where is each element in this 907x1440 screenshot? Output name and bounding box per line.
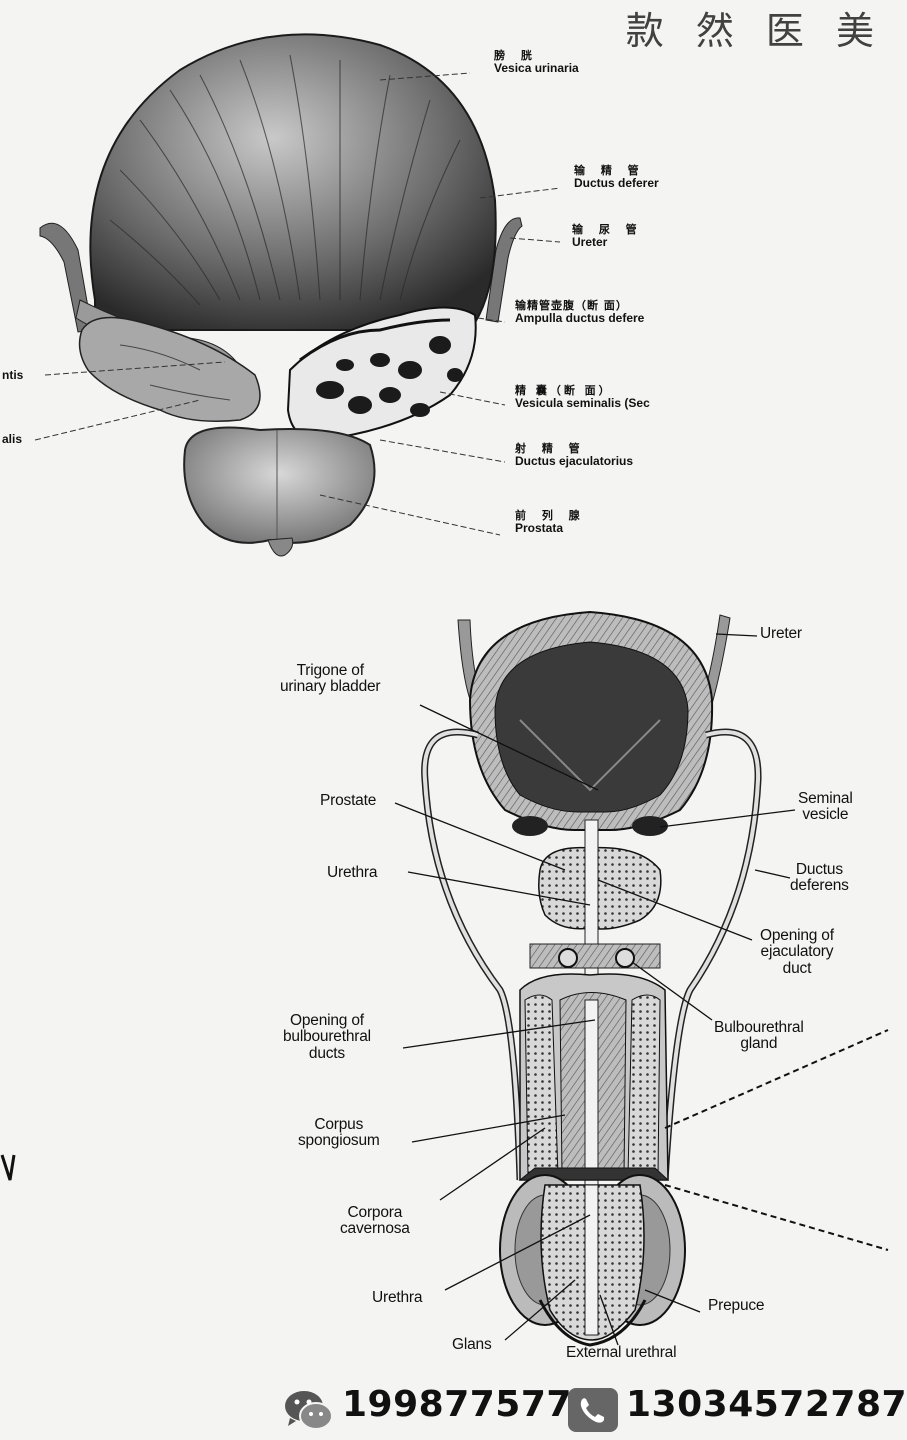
label-glans: Glans xyxy=(452,1336,492,1353)
prepuce-fold xyxy=(538,1299,647,1347)
anatomy-sheet: 款 然 医 美 xyxy=(0,9,907,1440)
label-cut-left-1: ntis xyxy=(2,368,24,382)
bladder-lumen xyxy=(494,641,689,813)
label-cut-left-2: alis xyxy=(2,432,23,446)
label-urethra-upper: Urethra xyxy=(327,864,378,881)
phone-number: 13034572787 xyxy=(626,1384,907,1425)
label-external-urethral: External urethral xyxy=(566,1344,677,1361)
bottom-section-figure xyxy=(421,610,762,1347)
bladder-fibres xyxy=(109,54,461,306)
label-opening-ejaculatory: Opening of ejaculatory duct xyxy=(760,927,834,977)
corpus-cavernosum-right xyxy=(627,994,661,1176)
wechat-icon xyxy=(285,1391,333,1430)
label-seminal-vesicle: Seminal vesicle xyxy=(798,790,853,824)
seminal-vesicle-right-bottom xyxy=(632,816,668,836)
corpus-cavernosum-left xyxy=(524,994,559,1176)
label-ampulla: 输精管壶腹（断 面）Ampulla ductus defere xyxy=(515,299,645,325)
wechat-number: 199877577 xyxy=(342,1384,572,1425)
zoom-dashed-lines xyxy=(664,1029,889,1251)
urethra-stub xyxy=(267,537,294,557)
phone-icon xyxy=(568,1388,618,1432)
label-trigone: Trigone of urinary bladder xyxy=(280,662,381,696)
vesicle-section-cavities xyxy=(316,336,463,417)
prostate-bottom xyxy=(538,846,662,930)
prostate-shape xyxy=(183,426,376,544)
label-urethra-lower: Urethra xyxy=(372,1289,423,1306)
label-bulbourethral-gland: Bulbourethral gland xyxy=(714,1019,804,1053)
bulbourethral-left xyxy=(558,948,578,968)
urogenital-diaphragm xyxy=(529,943,661,969)
label-opening-bulbourethral: Opening of bulbourethral ducts xyxy=(283,1012,371,1062)
stray-mark xyxy=(0,1154,16,1181)
bottom-leader-lines xyxy=(394,633,796,1346)
top-bladder-figure xyxy=(39,33,523,557)
label-ductus-deferens-bottom: Ductus deferens xyxy=(790,861,849,895)
seminal-vesicle-left xyxy=(78,316,261,422)
contact-bar: 199877577 13034572787 xyxy=(0,1382,907,1440)
label-corpus-spongiosum: Corpus spongiosum xyxy=(298,1116,380,1150)
label-ureter-bottom: Ureter xyxy=(760,625,802,642)
seminal-vesicle-left-bottom xyxy=(512,816,548,836)
label-corpora-cavernosa: Corpora cavernosa xyxy=(340,1204,410,1238)
top-leader-lines xyxy=(34,72,561,536)
watermark-text: 款 然 医 美 xyxy=(625,9,884,53)
anatomy-illustrations xyxy=(0,33,889,1347)
label-vesicula-seminalis: 精 囊（断 面）Vesicula seminalis (Sec xyxy=(515,384,650,410)
label-prepuce: Prepuce xyxy=(708,1297,765,1314)
right-ureter-tube xyxy=(485,217,523,323)
bulbourethral-right xyxy=(615,948,635,968)
label-prostate: Prostate xyxy=(320,792,377,809)
bladder-shape xyxy=(89,33,497,331)
